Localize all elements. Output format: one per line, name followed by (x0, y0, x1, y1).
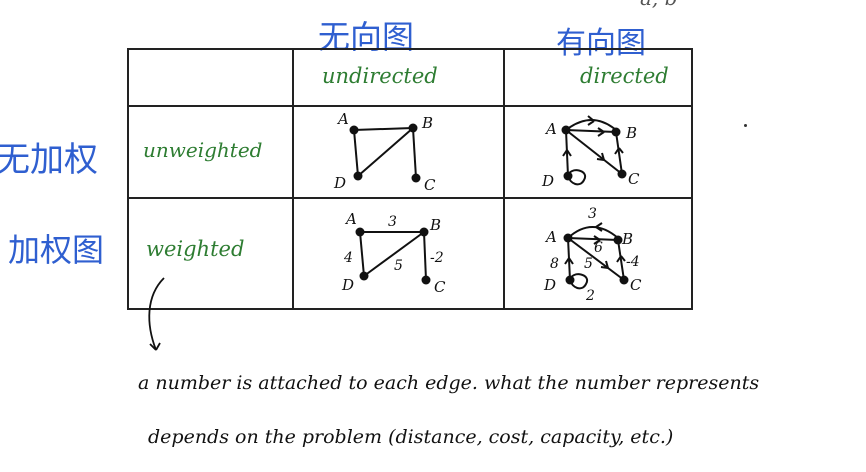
table-row-divider-2 (127, 197, 693, 199)
graph-undirected-unweighted: A B D C (333, 110, 436, 194)
node-c (617, 169, 627, 179)
node-label-c: C (424, 176, 436, 194)
stray-dot (744, 124, 747, 127)
row-header-weighted: weighted (146, 237, 245, 261)
heading-undirected-cn: 无向图 (318, 18, 415, 56)
node-b (611, 127, 621, 137)
node-c (421, 275, 431, 285)
label-unweighted-cn: 无加权 (0, 140, 98, 180)
weight-ad: 4 (343, 250, 353, 266)
node-a (349, 125, 359, 135)
table-border-top (127, 48, 693, 50)
table-border-bottom (127, 308, 693, 310)
node-a (355, 227, 365, 237)
note-line-2: depends on the problem (distance, cost, … (148, 426, 674, 448)
node-label-a: A (544, 120, 557, 138)
node-label-a: A (544, 228, 557, 246)
table-row-divider-1 (127, 105, 693, 107)
node-label-d: D (341, 276, 354, 294)
heading-directed-cn: 有向图 (556, 26, 646, 61)
node-label-d: D (543, 276, 556, 294)
weight-bc: -2 (430, 250, 444, 266)
node-label-b: B (625, 124, 637, 142)
node-label-c: C (630, 276, 642, 294)
node-b (419, 227, 429, 237)
table-col-divider-1 (292, 48, 294, 310)
node-label-a: A (344, 210, 357, 228)
weight-db: 5 (394, 258, 403, 274)
node-b (408, 123, 418, 133)
weight-da: 8 (550, 256, 559, 272)
graph-directed-unweighted: A B D C (541, 115, 640, 190)
clipped-top-text: a, b (640, 0, 677, 10)
node-label-b: B (621, 230, 633, 248)
label-weighted-cn: 加权图 (8, 231, 105, 269)
weight-ab: 6 (594, 240, 603, 256)
table-border-left (127, 48, 129, 310)
table-col-divider-2 (503, 48, 505, 310)
col-header-undirected: undirected (322, 64, 438, 88)
node-label-d: D (333, 174, 346, 192)
table-border-right (691, 48, 693, 310)
node-c (619, 275, 629, 285)
node-d (565, 275, 575, 285)
col-header-directed: directed (580, 64, 669, 88)
node-label-a: A (336, 110, 349, 128)
node-label-d: D (541, 172, 554, 190)
weight-bc: -4 (626, 254, 640, 270)
weight-ab: 3 (388, 214, 397, 230)
node-label-c: C (434, 278, 446, 296)
node-label-b: B (421, 114, 433, 132)
graph-directed-weighted: A B D C 3 6 5 8 -4 2 (543, 206, 642, 304)
graph-undirected-weighted: A B D C 3 4 5 -2 (341, 210, 446, 296)
note-line-1: a number is attached to each edge. what … (138, 372, 760, 394)
weight-ac: 5 (584, 256, 593, 272)
node-d (353, 171, 363, 181)
node-d (563, 171, 573, 181)
node-c (411, 173, 421, 183)
weight-dd: 2 (585, 288, 595, 304)
node-d (359, 271, 369, 281)
node-a (563, 233, 573, 243)
row-header-unweighted: unweighted (143, 138, 263, 162)
node-label-c: C (628, 170, 640, 188)
annotation-arrow-icon (148, 277, 165, 351)
node-label-b: B (429, 216, 441, 234)
node-b (613, 235, 623, 245)
weight-ba: 3 (588, 206, 597, 222)
node-a (561, 125, 571, 135)
